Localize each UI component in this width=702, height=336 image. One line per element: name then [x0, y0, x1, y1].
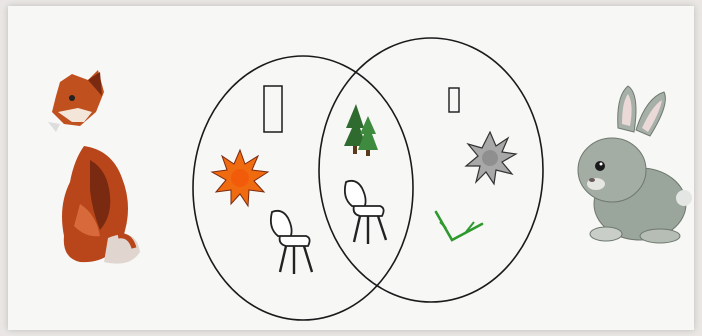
chair-icon	[271, 211, 312, 274]
tall-rectangle-icon	[264, 86, 282, 132]
fir-trees-icon	[344, 104, 378, 156]
chair-icon	[345, 181, 386, 244]
rabbit-icon	[578, 86, 692, 243]
fox-icon	[48, 70, 140, 264]
green-twig-icon	[436, 212, 482, 240]
orange-sun-icon	[212, 150, 268, 206]
small-rectangle-icon	[449, 88, 459, 112]
gray-star-burst-icon	[466, 132, 516, 184]
